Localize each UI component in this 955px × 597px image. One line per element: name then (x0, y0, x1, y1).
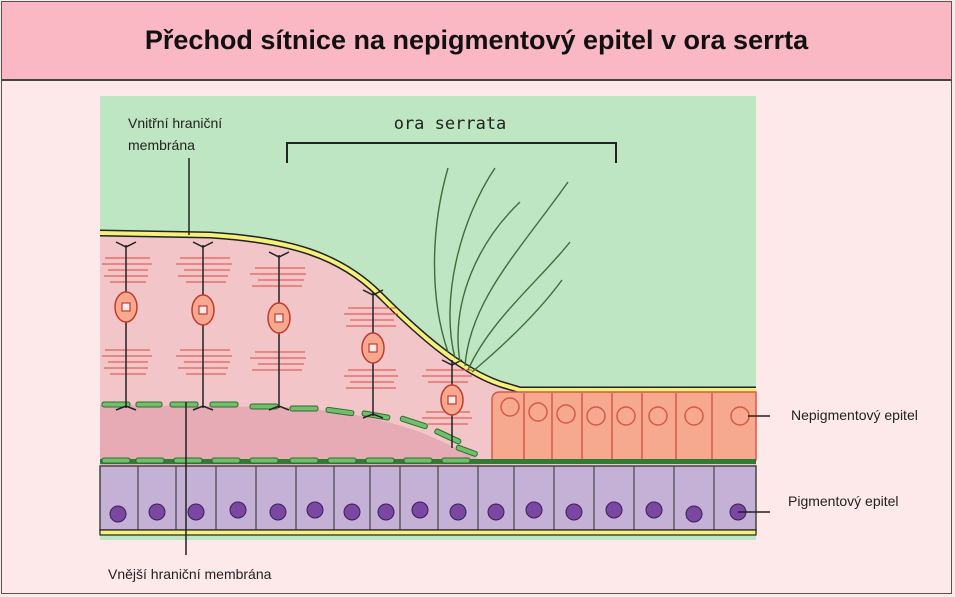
label-inner-limiting-membrane: Vnitřní hraniční membrána (128, 115, 223, 153)
label-outer-limiting-membrane: Vnější hraniční membrána (108, 566, 272, 582)
page-title: Přechod sítnice na nepigmentový epitel v… (144, 25, 809, 55)
label-ora-serrata: ora serrata (393, 114, 507, 134)
ora-serrata-bracket (286, 142, 617, 163)
title-bar: Přechod sítnice na nepigmentový epitel v… (1, 1, 952, 81)
pigmented-epithelium (99, 465, 757, 531)
label-nonpigmented-epithelium: Nepigmentový epitel (791, 407, 918, 423)
zonular-fibers (433, 167, 571, 373)
retinal-neurons (102, 241, 472, 448)
label-pigmented-epithelium: Pigmentový epitel (788, 493, 899, 509)
outer-limiting-membrane (101, 401, 478, 457)
basal-dashes (101, 457, 471, 464)
nonpigmented-epithelium (491, 391, 757, 461)
retina-deep-layer (100, 405, 480, 465)
choroid-line (99, 529, 757, 536)
label-pointers (185, 158, 770, 555)
inner-limiting-membrane-fill (99, 231, 756, 392)
